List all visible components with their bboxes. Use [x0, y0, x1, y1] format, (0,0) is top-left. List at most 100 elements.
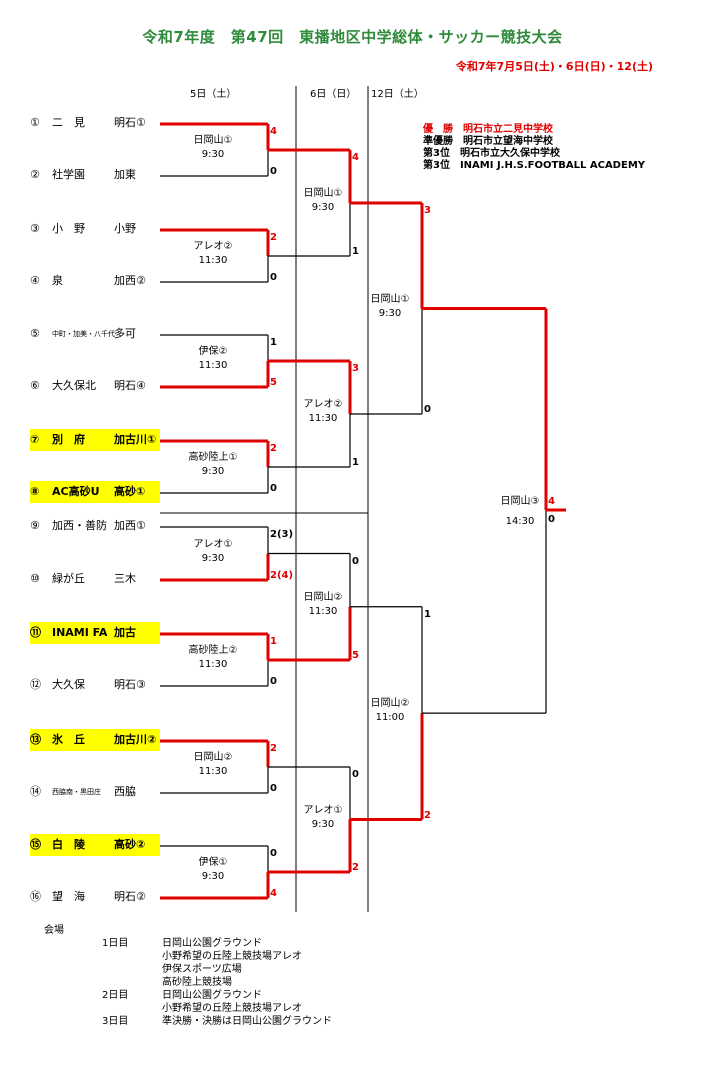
match-time: 9:30 [201, 871, 225, 882]
match-time: 11:00 [375, 712, 405, 724]
team-region: 明石③ [114, 678, 146, 691]
match-score: 1 [424, 608, 431, 620]
venue-name: 伊保スポーツ広場 [162, 964, 242, 975]
match-venue: 高砂陸上② [188, 645, 238, 656]
match-venue: アレオ② [193, 241, 233, 252]
match-time: 9:30 [378, 307, 402, 319]
venue-name: 準決勝・決勝は日岡山公園グラウンド [162, 1016, 332, 1027]
team-region: 明石② [114, 890, 146, 903]
match-venue: 日岡山② [303, 591, 343, 603]
match-time: 11:30 [198, 659, 228, 670]
team-region: 加古 [114, 626, 136, 639]
seed-number: ① [30, 116, 40, 129]
venue-name: 小野希望の丘陸上競技場アレオ [162, 951, 302, 962]
match-venue: 高砂陸上① [188, 452, 238, 463]
match-score: 0 [270, 483, 277, 494]
match-score: 1 [352, 457, 359, 468]
team-region: 高砂① [114, 485, 146, 498]
seed-number: ④ [30, 274, 40, 287]
match-time: 9:30 [311, 202, 335, 213]
venues-section: 会場 1日目日岡山公園グラウンド小野希望の丘陸上競技場アレオ伊保スポーツ広場高砂… [44, 924, 332, 1028]
match-time: 11:30 [198, 255, 228, 266]
match-score: 3 [424, 205, 431, 216]
team-region: 加古川② [114, 733, 157, 746]
venue-day: 2日目 [102, 990, 129, 1001]
runner-up-text: 準優勝 明石市立望海中学校 [423, 136, 553, 147]
day-header-1: 5日（土） [190, 89, 237, 100]
page-title: 令和7年度 第47回 東播地区中学総体・サッカー競技大会 [142, 28, 563, 46]
match-score: 0 [270, 848, 277, 859]
team-region: 加古川① [114, 433, 157, 446]
seed-number: ⑤ [30, 327, 40, 340]
team-region: 西脇 [114, 785, 136, 798]
match-score: 0 [270, 676, 277, 687]
team-name: 望 海 [52, 890, 85, 903]
match-score: 4 [270, 888, 277, 899]
match-score: 1 [270, 636, 277, 647]
seed-number: ⑧ [30, 485, 40, 498]
match-venue: 伊保② [198, 346, 228, 357]
venue-day: 1日目 [102, 938, 129, 949]
match-time: 11:30 [308, 413, 338, 424]
team-name: INAMI FA [52, 626, 108, 639]
match-time: 9:30 [201, 466, 225, 477]
match-venue: 日岡山① [193, 135, 233, 146]
team-region: 小野 [114, 222, 136, 235]
venue-row: 小野希望の丘陸上競技場アレオ [44, 1002, 302, 1015]
match-score: 4 [270, 126, 277, 137]
match-score: 1 [352, 246, 359, 257]
seed-number: ⑥ [30, 379, 40, 392]
match-score: 0 [270, 166, 277, 177]
venue-row: 高砂陸上競技場 [44, 976, 232, 989]
team-name: 緑が丘 [52, 572, 85, 585]
champion-text: 優 勝 明石市立二見中学校 [423, 124, 553, 135]
team-region: 三木 [114, 572, 136, 585]
seed-number: ⑪ [30, 626, 41, 639]
match-score: 0 [270, 272, 277, 283]
match-score: 2 [352, 862, 359, 873]
team-name: 泉 [52, 274, 63, 287]
team-name: 小 野 [52, 222, 85, 235]
team-name: 加西・善防 [52, 519, 107, 532]
match-venue: アレオ② [303, 399, 343, 410]
seed-number: ⑮ [30, 838, 41, 851]
team-region: 明石① [114, 116, 146, 129]
match-score: 1 [270, 337, 277, 348]
team-region: 加西② [114, 274, 146, 287]
team-name: 大久保 [52, 678, 85, 691]
match-venue: アレオ① [193, 538, 233, 550]
match-score: 2(4) [270, 570, 294, 581]
venue-row: 小野希望の丘陸上競技場アレオ [44, 950, 302, 963]
team-name: AC高砂U [52, 485, 100, 498]
seed-number: ⑨ [30, 519, 40, 532]
match-score: 5 [270, 377, 277, 388]
match-score: 3 [352, 363, 359, 374]
match-score: 4 [352, 152, 359, 163]
match-time: 11:30 [308, 605, 338, 617]
match-venue: 日岡山③ [500, 496, 540, 507]
team-region: 加西① [114, 519, 146, 532]
match-venue: アレオ① [303, 804, 343, 816]
team-name: 中町・加美・八千代 [52, 330, 115, 338]
venue-name: 日岡山公園グラウンド [162, 938, 262, 949]
team-name: 西脇南・黒田庄 [52, 788, 101, 796]
match-score: 0 [352, 769, 359, 780]
third-place-text: 第3位 明石市立大久保中学校 [423, 148, 560, 159]
team-name: 別 府 [52, 433, 85, 446]
match-time: 9:30 [201, 149, 225, 160]
team-region: 高砂② [114, 838, 146, 851]
venue-day: 3日目 [102, 1016, 129, 1027]
team-name: 社学園 [52, 168, 85, 181]
venues-heading: 会場 [44, 925, 64, 936]
match-venue: 日岡山① [303, 188, 343, 199]
team-region: 多可 [114, 327, 136, 340]
day-header-3: 12日（土） [371, 89, 424, 100]
seed-number: ⑯ [30, 890, 41, 903]
match-score: 0 [270, 783, 277, 794]
match-time: 9:30 [311, 818, 335, 830]
seed-number: ⑭ [30, 785, 41, 798]
team-name: 大久保北 [52, 379, 96, 392]
